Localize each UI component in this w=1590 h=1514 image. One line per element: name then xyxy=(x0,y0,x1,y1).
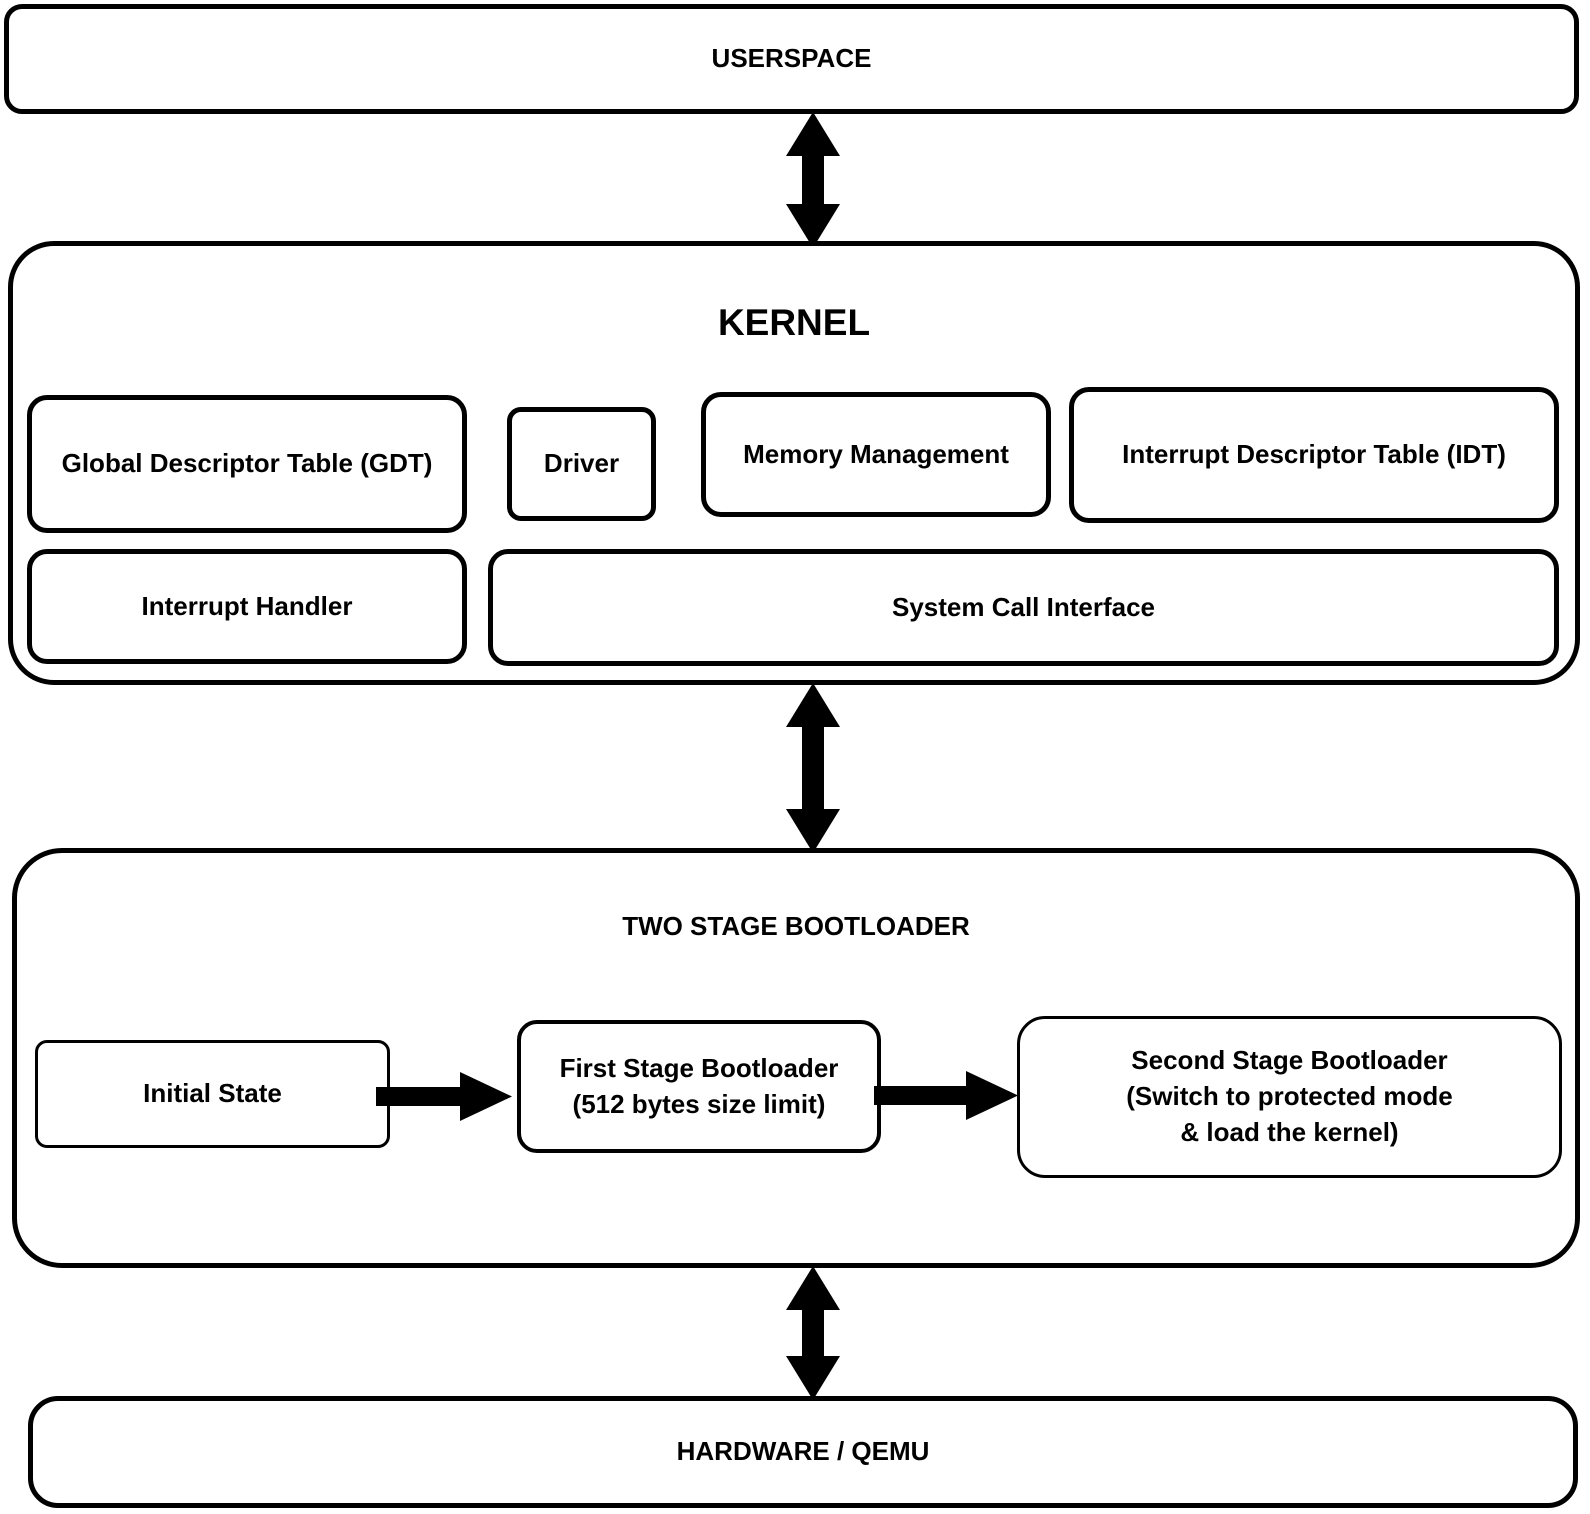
userspace-label: USERSPACE xyxy=(711,43,872,74)
second-stage-bootloader-box: Second Stage Bootloader (Switch to prote… xyxy=(1017,1016,1562,1178)
userspace-kernel-arrow-icon xyxy=(786,112,840,248)
interrupt-handler-label: Interrupt Handler xyxy=(141,590,353,621)
gdt-box: Global Descriptor Table (GDT) xyxy=(27,395,467,533)
driver-box: Driver xyxy=(507,407,656,521)
first-stage-bootloader-label: First Stage Bootloader (512 bytes size l… xyxy=(559,1052,839,1119)
hardware-box: HARDWARE / QEMU xyxy=(28,1396,1578,1508)
userspace-box: USERSPACE xyxy=(4,4,1579,114)
first-to-second-stage-arrow-icon xyxy=(874,1071,1018,1120)
system-call-interface-label: System Call Interface xyxy=(891,591,1155,622)
gdt-label: Global Descriptor Table (GDT) xyxy=(61,448,433,479)
idt-box: Interrupt Descriptor Table (IDT) xyxy=(1069,387,1559,523)
idt-label: Interrupt Descriptor Table (IDT) xyxy=(1122,439,1506,470)
initial-to-first-stage-arrow-icon xyxy=(376,1072,512,1121)
initial-state-label: Initial State xyxy=(143,1078,282,1109)
bootloader-box: TWO STAGE BOOTLOADER Initial State First… xyxy=(12,848,1580,1268)
second-stage-bootloader-label: Second Stage Bootloader (Switch to prote… xyxy=(1126,1045,1453,1147)
bootloader-hardware-arrow-icon xyxy=(786,1266,840,1400)
kernel-box: KERNEL Global Descriptor Table (GDT) Dri… xyxy=(8,241,1580,685)
bootloader-title: TWO STAGE BOOTLOADER xyxy=(622,911,970,941)
hardware-label: HARDWARE / QEMU xyxy=(676,1436,930,1467)
driver-label: Driver xyxy=(543,448,620,479)
first-stage-bootloader-box: First Stage Bootloader (512 bytes size l… xyxy=(517,1020,881,1153)
interrupt-handler-box: Interrupt Handler xyxy=(27,549,467,664)
memory-management-box: Memory Management xyxy=(701,392,1051,517)
memory-management-label: Memory Management xyxy=(743,438,1009,469)
kernel-title: KERNEL xyxy=(717,302,871,343)
system-call-interface-box: System Call Interface xyxy=(488,549,1559,666)
initial-state-box: Initial State xyxy=(35,1040,390,1148)
kernel-bootloader-arrow-icon xyxy=(786,683,840,853)
